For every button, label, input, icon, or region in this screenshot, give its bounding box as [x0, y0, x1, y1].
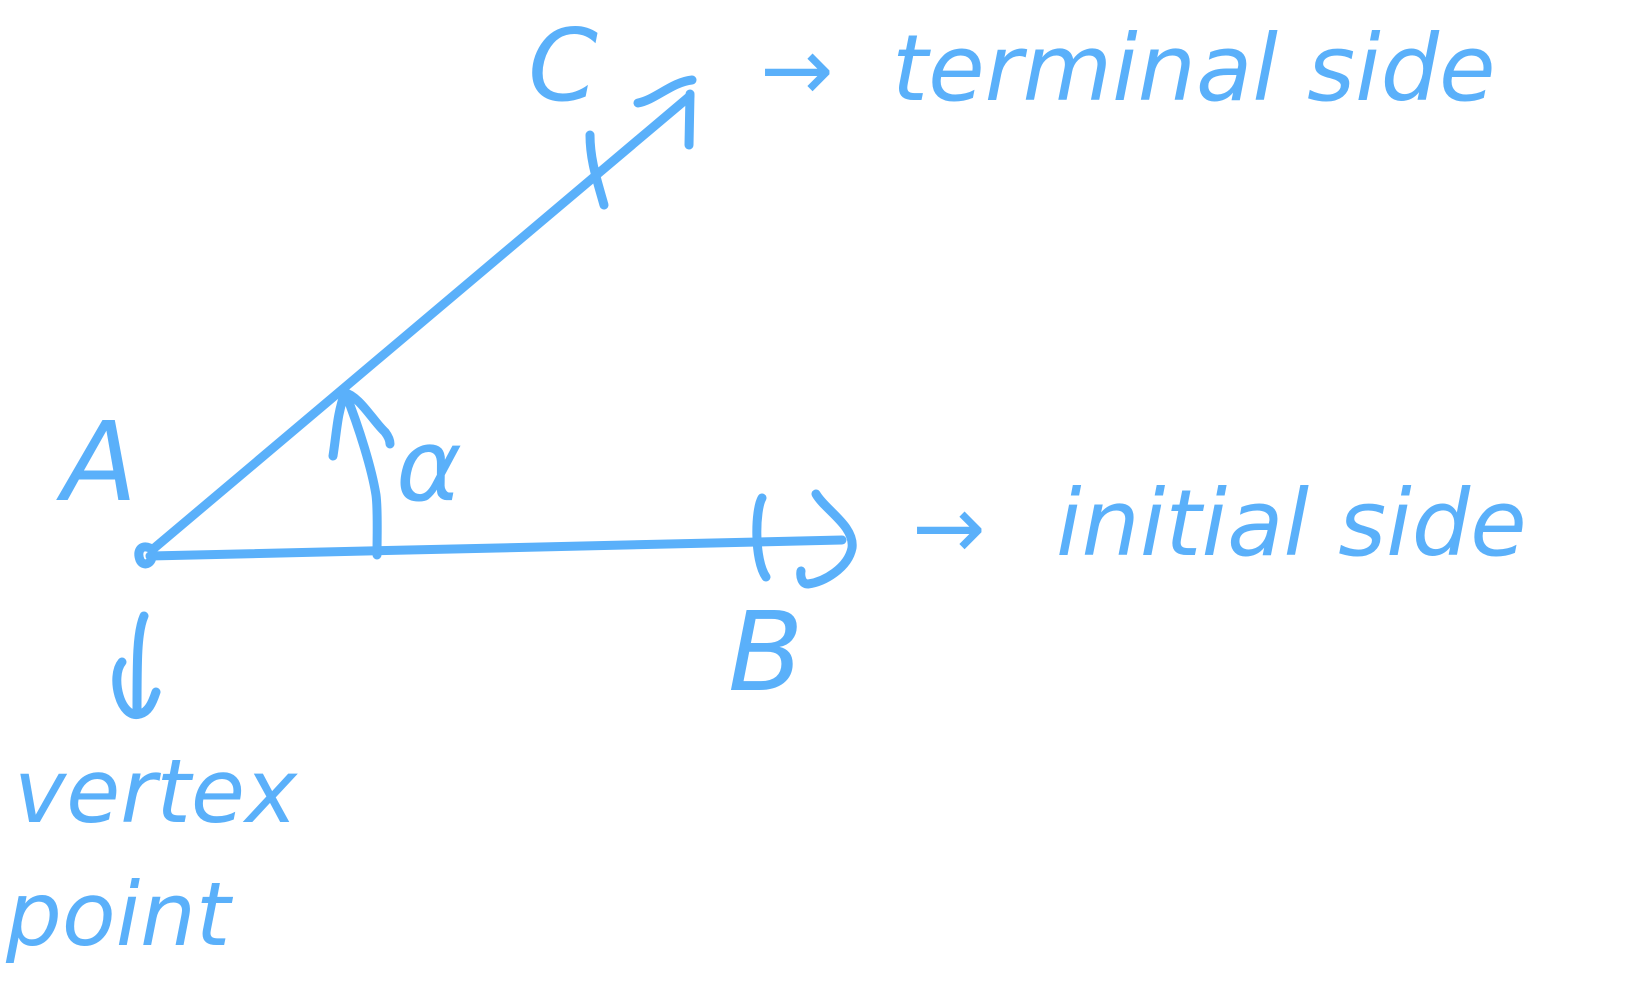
terminal-label-c: C	[528, 7, 598, 124]
initial-ray-arrowhead	[796, 489, 857, 589]
initial-side-ray	[145, 535, 847, 561]
terminal-ray-arrowhead	[633, 75, 697, 150]
terminal-ray-tick	[585, 130, 609, 210]
vertex-arrow	[112, 611, 161, 719]
angle-arc	[328, 387, 382, 560]
vertex-dot	[134, 542, 157, 569]
initial-label-b: B	[728, 588, 803, 716]
initial-ray-tick	[752, 493, 771, 582]
terminal-side-label: terminal side	[892, 15, 1496, 122]
vertex-label-line1: vertex	[14, 740, 298, 843]
terminal-arrow: →	[760, 18, 834, 121]
diagram-ink	[112, 75, 857, 719]
vertex-label-line2: point	[5, 863, 234, 966]
terminal-side-ray	[147, 91, 695, 555]
initial-arrow: →	[912, 476, 986, 579]
vertex-label-a: A	[56, 398, 137, 526]
initial-side-label: initial side	[1056, 470, 1527, 577]
angle-label: α	[396, 407, 462, 524]
angle-arc-arrowhead	[338, 387, 395, 449]
